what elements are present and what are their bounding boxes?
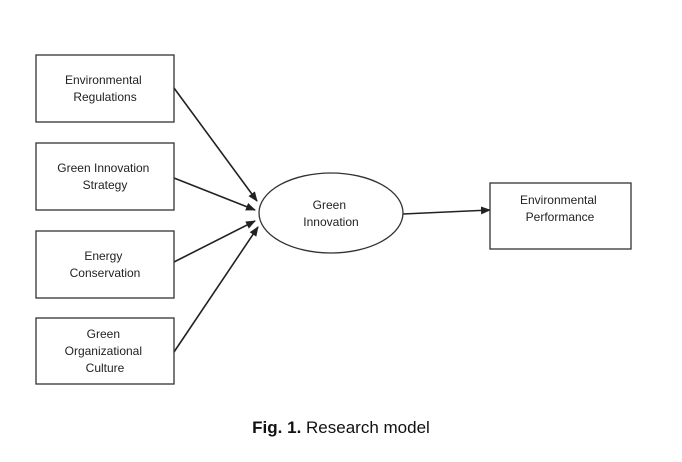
node-environmental-regulations-line-2: Regulations xyxy=(73,90,136,104)
node-environmental-regulations-line-1: Environmental xyxy=(65,73,142,87)
svg-text:Environmental Performanc: Environmental Performance xyxy=(520,193,600,224)
node-green-innovation-strategy: Green Innovation Strategy xyxy=(35,142,175,211)
node-green-organizational-culture-line-3: Culture xyxy=(86,361,125,375)
edge-green-org-culture-to-green-innovation xyxy=(173,226,259,353)
node-energy-conservation: Energy Conservation xyxy=(35,230,175,299)
edge-env-regulations-to-green-innovation xyxy=(173,87,258,202)
node-environmental-regulations: Environmental Regulations xyxy=(35,54,175,123)
svg-text:Green Innovation: Green Innovation xyxy=(303,198,358,229)
figure-caption-label: Fig. 1. xyxy=(252,418,302,437)
research-model-diagram: Environmental Regulations Green Innovati… xyxy=(35,54,632,385)
node-green-innovation-line-2: Innovation xyxy=(303,215,358,229)
edge-green-innovation-strategy-to-green-innovation xyxy=(173,177,256,211)
node-energy-conservation-line-2: Conservation xyxy=(70,266,141,280)
node-green-innovation-strategy-line-1: Green Innovation xyxy=(57,161,149,175)
svg-text:Green Innovation Strateg: Green Innovation Strategy xyxy=(57,161,152,192)
node-green-innovation-strategy-line-2: Strategy xyxy=(83,178,128,192)
node-energy-conservation-line-1: Energy xyxy=(84,249,122,263)
node-environmental-performance: Environmental Performance xyxy=(489,182,632,250)
node-environmental-performance-line-1: Environmental xyxy=(520,193,597,207)
figure-caption-text: Research model xyxy=(306,418,430,437)
svg-text:Environmental Regulation: Environmental Regulations xyxy=(65,73,145,104)
node-green-organizational-culture-line-1: Green xyxy=(87,327,120,341)
figure-caption: Fig. 1. Research model xyxy=(0,418,682,438)
node-green-innovation-line-1: Green xyxy=(313,198,346,212)
edges xyxy=(173,87,491,353)
svg-text:Green Organizational: Green Organizational Culture xyxy=(65,327,146,375)
node-green-organizational-culture: Green Organizational Culture xyxy=(35,317,175,385)
node-green-organizational-culture-line-2: Organizational xyxy=(65,344,142,358)
svg-text:Energy Conservation: Energy Conservation xyxy=(70,249,141,280)
node-green-innovation: Green Innovation xyxy=(258,172,404,254)
node-environmental-performance-line-2: Performance xyxy=(526,210,595,224)
edge-green-innovation-to-env-performance xyxy=(402,206,491,215)
edge-energy-conservation-to-green-innovation xyxy=(173,220,256,263)
